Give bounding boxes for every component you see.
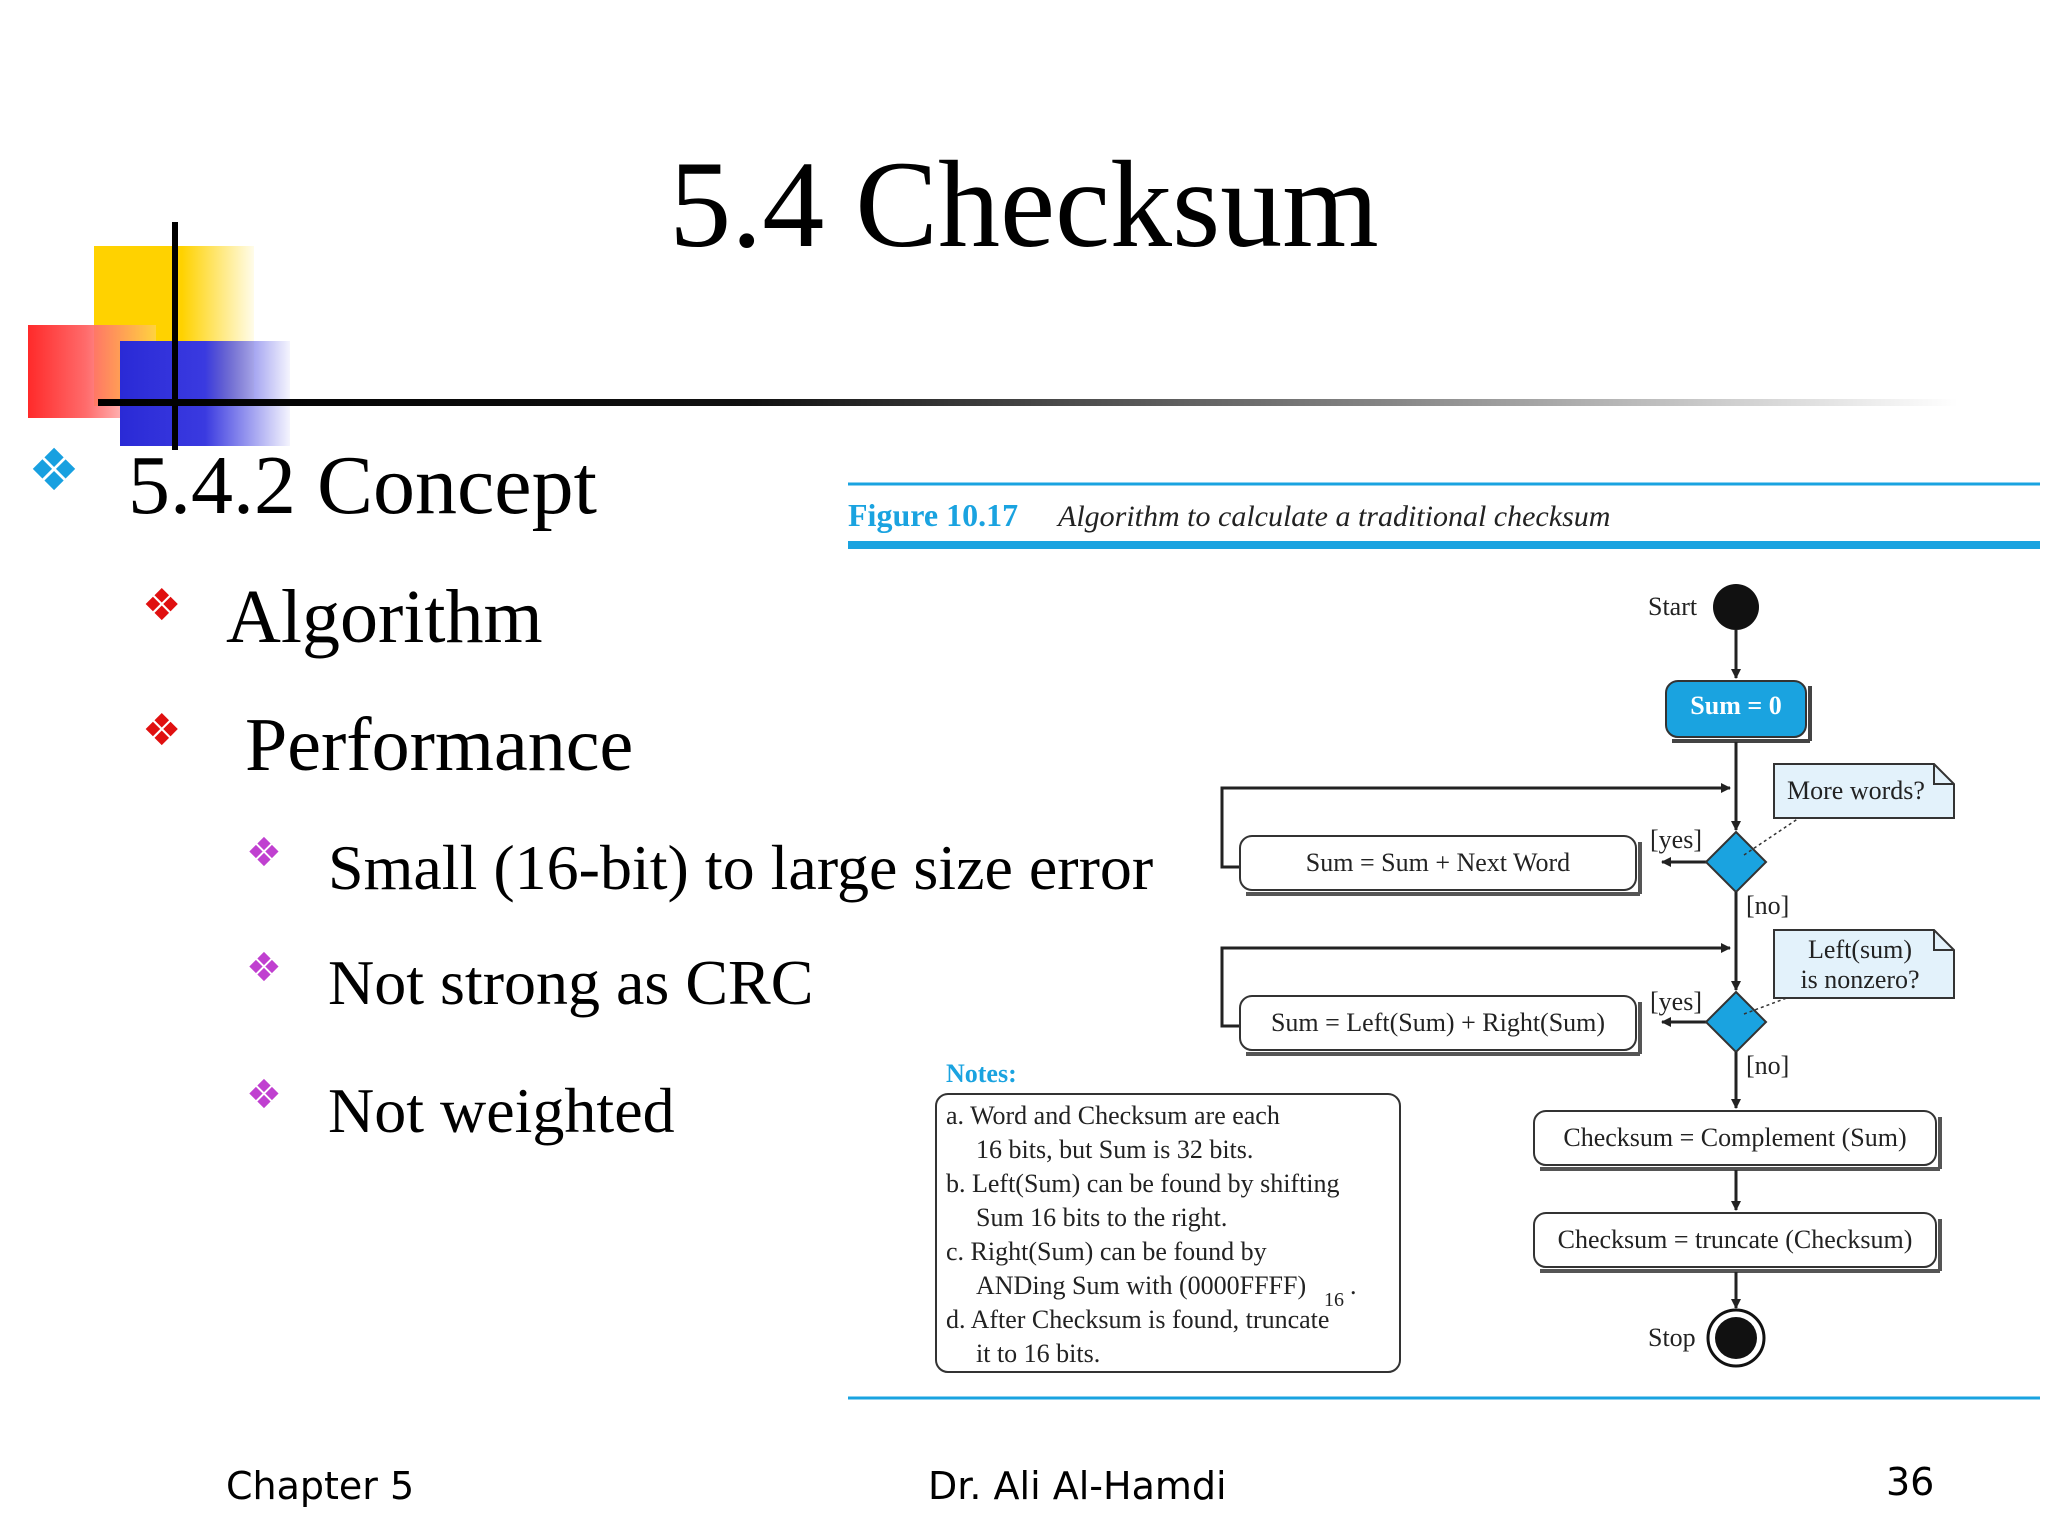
four-diamond-bullet-icon: ❖ [142,705,182,756]
truncate-text: Checksum = truncate (Checksum) [1558,1225,1913,1254]
note-b-line2: Sum 16 bits to the right. [976,1203,1227,1232]
four-diamond-bullet-icon: ❖ [142,580,182,631]
note-c-period: . [1350,1271,1357,1300]
bullet-small-to-large: Small (16-bit) to large size error [328,832,1154,903]
no-label: [no] [1746,1051,1789,1080]
note-a-line2: 16 bits, but Sum is 32 bits. [976,1135,1253,1164]
sum-next-word-text: Sum = Sum + Next Word [1306,848,1570,877]
note-left-nonzero-line2: is nonzero? [1800,965,1919,994]
section-heading: 5.4.2 Concept [128,439,597,532]
note-a-line1: a. Word and Checksum are each [946,1101,1280,1130]
note-d-line2: it to 16 bits. [976,1339,1100,1368]
init-sum-text: Sum = 0 [1690,691,1781,720]
decision-left-nonzero [1704,990,1768,1054]
start-node [1713,584,1759,630]
stop-label: Stop [1648,1323,1696,1352]
truncate-box [1533,1212,1937,1268]
note-left-nonzero [1773,929,1955,999]
yes-label: [yes] [1650,825,1702,854]
note-more-words-text: More words? [1787,776,1925,805]
note-more-words [1773,763,1955,819]
yes-label: [yes] [1650,987,1702,1016]
footer-page-number: 36 [1886,1460,1935,1504]
start-label: Start [1648,592,1698,621]
bullet-not-strong: Not strong as CRC [328,947,814,1018]
sum-left-right-box [1239,995,1637,1051]
no-label: [no] [1746,891,1789,920]
note-d-line1: d. After Checksum is found, truncate [946,1305,1329,1334]
figure-number: Figure 10.17 [848,497,1018,533]
bullet-algorithm: Algorithm [226,575,543,659]
decision-more-words [1704,830,1768,894]
decor-blue-square [120,341,290,446]
sum-left-right-text: Sum = Left(Sum) + Right(Sum) [1271,1008,1605,1037]
footer-author: Dr. Ali Al-Hamdi [928,1464,1227,1508]
loop-back-arrow [1220,943,1731,1028]
note-b-line1: b. Left(Sum) can be found by shifting [946,1169,1340,1198]
init-sum-box [1665,680,1807,738]
note-c-line1: c. Right(Sum) can be found by [946,1237,1267,1266]
figure-caption: Algorithm to calculate a traditional che… [1056,500,1610,533]
four-diamond-bullet-icon: ❖ [246,945,282,991]
notes-box [935,1093,1401,1373]
title-underline-rule [98,399,1958,406]
four-diamond-bullet-icon: ❖ [28,436,80,504]
four-diamond-bullet-icon: ❖ [246,1072,282,1118]
bullet-not-weighted: Not weighted [328,1075,675,1146]
note-left-nonzero-line1: Left(sum) [1808,935,1912,964]
loop-back-arrow [1220,783,1731,869]
complement-box [1533,1110,1937,1166]
sum-next-word-box [1239,835,1637,891]
decor-vertical-rule [172,222,178,450]
notes-title: Notes: [946,1059,1017,1088]
footer-chapter: Chapter 5 [226,1464,415,1508]
complement-text: Checksum = Complement (Sum) [1563,1123,1906,1152]
note-c-subscript: 16 [1324,1289,1344,1311]
four-diamond-bullet-icon: ❖ [246,830,282,876]
note-c-line2: ANDing Sum with (0000FFFF) [976,1271,1306,1300]
slide-title: 5.4 Checksum [669,136,1379,273]
bullet-performance: Performance [226,703,634,787]
